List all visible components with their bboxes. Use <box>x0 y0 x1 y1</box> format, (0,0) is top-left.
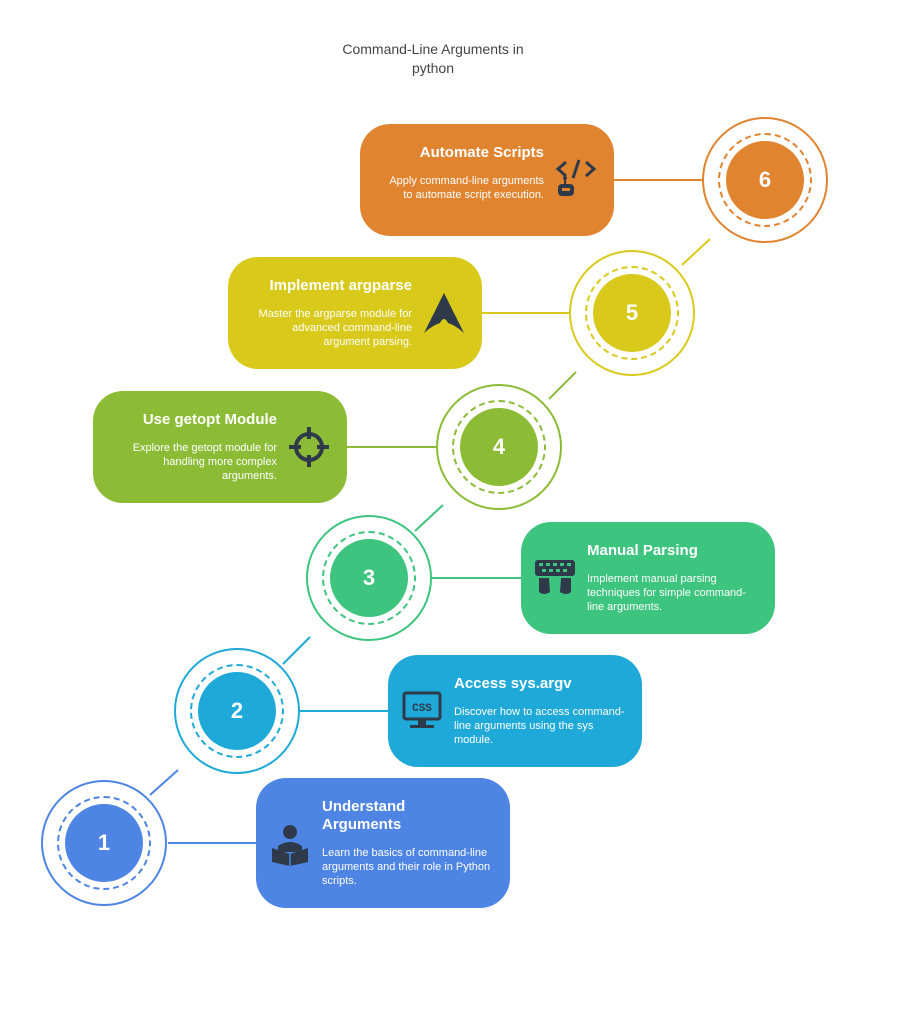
diagram-title: Command-Line Arguments in python <box>303 40 563 78</box>
step-5-description: Master the argparse module for advanced … <box>258 308 412 348</box>
connector-3-4 <box>414 504 444 532</box>
step-6-title: Automate Scripts <box>419 144 544 161</box>
step-2-circle: 2 <box>174 648 300 774</box>
step-5-number: 5 <box>593 274 671 352</box>
step-3-circle: 3 <box>306 515 432 641</box>
step-6-description: Apply command-line arguments to automate… <box>389 175 544 201</box>
step-4-number: 4 <box>460 408 538 486</box>
step-3-description: Implement manual parsing techniques for … <box>587 573 746 613</box>
step-4-card: Use getopt Module Explore the getopt mod… <box>93 391 347 503</box>
svg-text:CSS: CSS <box>412 703 432 715</box>
step-6-circle: 6 <box>702 117 828 243</box>
connector-5-6 <box>681 238 711 266</box>
step-2-description: Discover how to access command-line argu… <box>454 706 625 746</box>
step-3-number: 3 <box>330 539 408 617</box>
step-1-title-line-2: Arguments <box>322 816 402 833</box>
person-reading-icon <box>268 822 312 866</box>
step-4-description: Explore the getopt module for handling m… <box>132 442 277 482</box>
code-robot-icon <box>554 156 598 200</box>
diagram-title-line-1: Command-Line Arguments in <box>342 41 524 57</box>
step-2-number: 2 <box>198 672 276 750</box>
diagram-title-line-2: python <box>411 60 455 76</box>
step-3-card: Manual Parsing Implement manual parsing … <box>521 522 775 634</box>
connector-1-2 <box>149 769 179 796</box>
step-1-circle: 1 <box>41 780 167 906</box>
connector-4-5 <box>548 371 577 400</box>
step-4-title: Use getopt Module <box>142 411 277 428</box>
step-5-card: Implement argparse Master the argparse m… <box>228 257 482 369</box>
step-3-title: Manual Parsing <box>587 542 698 559</box>
step-1-number: 1 <box>65 804 143 882</box>
step-6-number: 6 <box>726 141 804 219</box>
step-1-title-line-1: Understand <box>322 798 406 815</box>
crosshair-icon <box>287 425 331 469</box>
typing-keyboard-icon <box>533 556 577 600</box>
css-monitor-icon: CSS <box>400 689 444 733</box>
arch-logo-icon <box>422 291 466 335</box>
step-4-circle: 4 <box>436 384 562 510</box>
step-2-card: Access sys.argv Discover how to access c… <box>388 655 642 767</box>
step-6-card: Automate Scripts Apply command-line argu… <box>360 124 614 236</box>
step-1-description: Learn the basics of command-line argumen… <box>322 847 491 887</box>
connector-2-3 <box>282 636 311 665</box>
step-2-title: Access sys.argv <box>454 675 572 692</box>
step-5-title: Implement argparse <box>269 277 412 294</box>
step-1-card: Understand Arguments Learn the basics of… <box>256 778 510 908</box>
step-5-circle: 5 <box>569 250 695 376</box>
